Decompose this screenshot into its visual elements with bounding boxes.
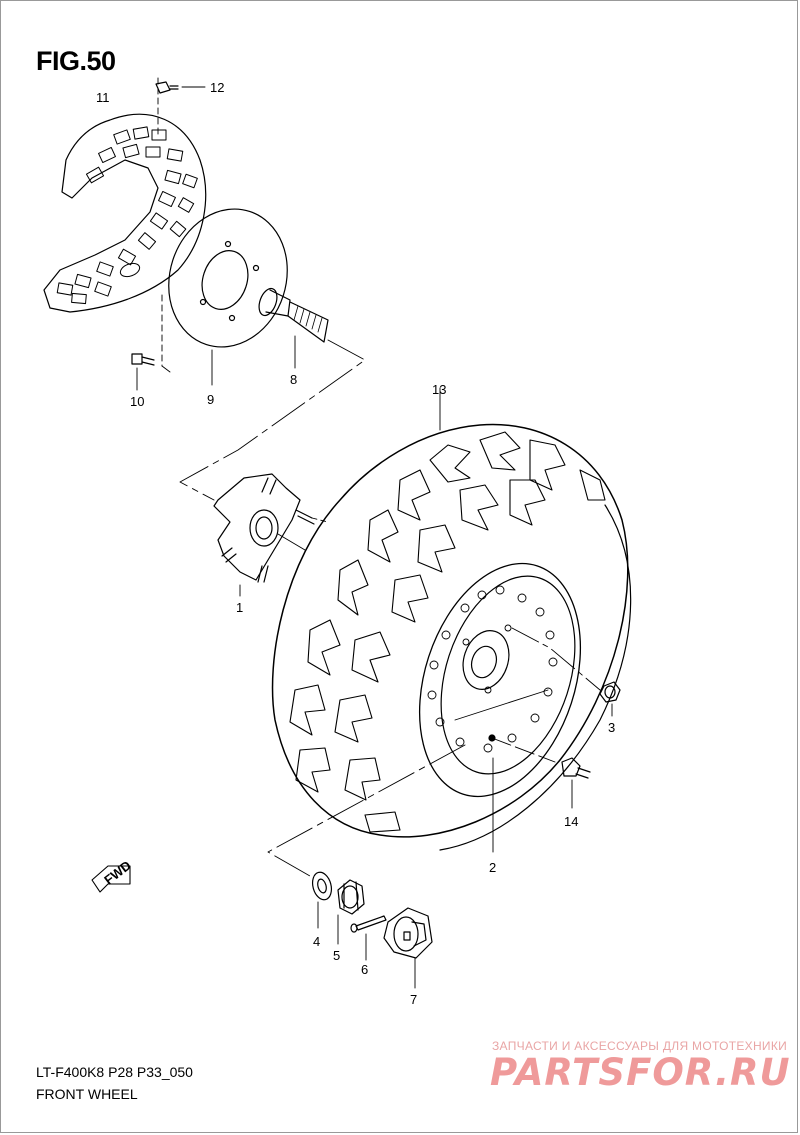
callout-12: 12 xyxy=(210,80,224,95)
callout-8: 8 xyxy=(290,372,297,387)
bolt-12[interactable] xyxy=(155,81,179,94)
callout-10: 10 xyxy=(130,394,144,409)
cotter-pin-6[interactable] xyxy=(350,915,387,933)
callout-11: 11 xyxy=(96,90,110,105)
figure-title: FIG.50 xyxy=(36,46,116,76)
callout-14: 14 xyxy=(564,814,578,829)
fwd-direction-arrow xyxy=(91,865,131,893)
callout-5: 5 xyxy=(333,948,340,963)
washer-4[interactable] xyxy=(310,870,335,902)
callout-7: 7 xyxy=(410,992,417,1007)
watermark-logo: PARTSFOR.RU xyxy=(490,1051,791,1094)
tire-13[interactable] xyxy=(271,423,632,851)
disc-guard-11[interactable] xyxy=(43,113,207,313)
brake-disc-9[interactable] xyxy=(151,194,305,363)
callout-1: 1 xyxy=(236,600,243,615)
spindle-8[interactable] xyxy=(256,286,329,343)
valve-14[interactable] xyxy=(561,757,591,779)
figure-caption: FRONT WHEEL xyxy=(36,1086,138,1102)
callout-9: 9 xyxy=(207,392,214,407)
callout-3: 3 xyxy=(608,720,615,735)
callout-2: 2 xyxy=(489,860,496,875)
wheel-hub-1[interactable] xyxy=(213,473,315,583)
callout-6: 6 xyxy=(361,962,368,977)
model-code: LT-F400K8 P28 P33_050 xyxy=(36,1064,193,1080)
hub-cap-7[interactable] xyxy=(383,907,433,959)
bolt-10[interactable] xyxy=(131,353,155,366)
castle-nut-5[interactable] xyxy=(337,879,365,915)
fwd-label: FWD xyxy=(101,858,134,888)
watermark-tagline: ЗАПЧАСТИ И АКСЕССУАРЫ ДЛЯ МОТОТЕХНИКИ xyxy=(492,1039,788,1053)
callout-4: 4 xyxy=(313,934,320,949)
wheel-nut-3[interactable] xyxy=(599,681,621,703)
callout-13: 13 xyxy=(432,382,446,397)
